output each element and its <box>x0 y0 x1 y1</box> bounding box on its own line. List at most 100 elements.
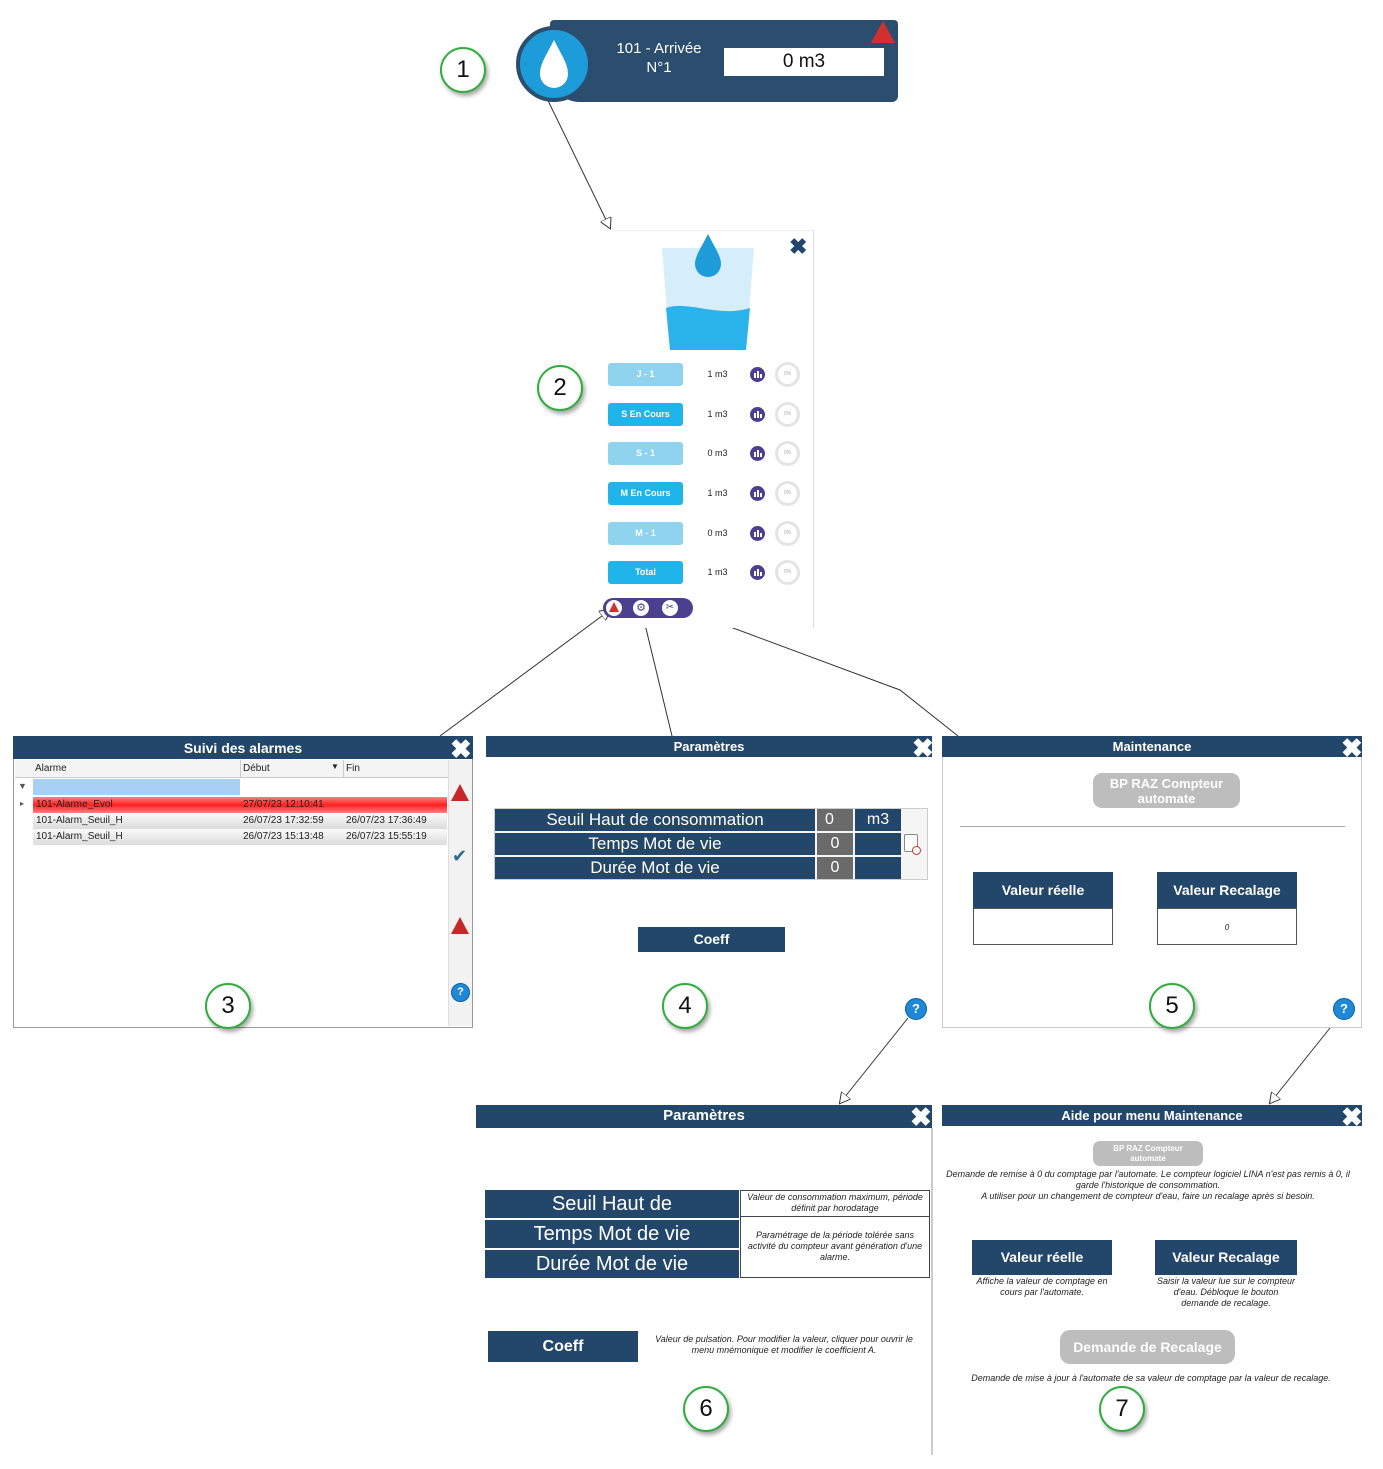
alarm-filter-row[interactable] <box>33 779 240 795</box>
widget-title-line2: N°1 <box>646 59 672 76</box>
param-label: Temps Mot de vie <box>485 1220 739 1248</box>
table-row[interactable]: 101-Alarm_Seuil_H 26/07/23 15:13:48 26/0… <box>33 829 447 845</box>
param-label: Durée Mot de vie <box>495 857 815 879</box>
bar-chart-icon[interactable] <box>750 407 765 422</box>
raz-help-text: Demande de remise à 0 du comptage par l'… <box>946 1169 1350 1201</box>
real-value-help-text: Affiche la valeur de comptage en cours p… <box>976 1276 1108 1297</box>
row-expand-icon[interactable]: ▸ <box>20 799 25 808</box>
check-icon[interactable]: ✔ <box>452 846 468 866</box>
export-doc-icon[interactable] <box>904 834 921 855</box>
wrench-icon: ✂ <box>665 602 675 613</box>
params-titlebar <box>486 736 932 757</box>
period-button[interactable]: M En Cours <box>608 482 683 505</box>
demand-recal-button[interactable]: Demande de Recalage <box>1060 1330 1235 1364</box>
alarm-side-toolbar <box>448 760 472 1026</box>
widget-title-line1: 101 - Arrivée <box>616 40 702 57</box>
params-menu-button[interactable]: ⚙ <box>633 600 649 616</box>
percent-gauge: 0% <box>775 362 800 387</box>
coeff-help-text: Valeur de pulsation. Pour modifier la va… <box>655 1334 913 1355</box>
temps-value-field[interactable]: 0 <box>817 833 853 855</box>
params-help-titlebar <box>476 1105 932 1128</box>
alarm-start: 26/07/23 15:13:48 <box>243 831 324 842</box>
maintenance-titlebar <box>942 736 1362 757</box>
help-icon[interactable]: ? <box>905 998 927 1020</box>
duree-value-field[interactable]: 0 <box>817 857 853 879</box>
help-desc-box <box>740 1190 930 1278</box>
callout-7: 7 <box>1099 1386 1145 1432</box>
bar-chart-icon[interactable] <box>750 565 765 580</box>
alarm-end: 26/07/23 15:55:19 <box>346 831 427 842</box>
bar-chart-icon[interactable] <box>750 446 765 461</box>
period-value: 1 m3 <box>707 409 728 419</box>
recal-value-label: Valeur Recalage <box>1157 872 1297 908</box>
real-value-field <box>973 908 1113 945</box>
gear-icon: ⚙ <box>636 602 646 614</box>
bar-chart-icon[interactable] <box>750 486 765 501</box>
period-value: 1 m3 <box>707 567 728 577</box>
col-header-alarm[interactable]: Alarme <box>35 763 67 774</box>
period-button[interactable]: M - 1 <box>608 522 683 545</box>
callout-3: 3 <box>205 983 251 1029</box>
percent-gauge: 0% <box>775 441 800 466</box>
temps-unit <box>855 833 901 855</box>
alarms-titlebar <box>13 736 473 759</box>
alarm-start: 26/07/23 17:32:59 <box>243 815 324 826</box>
maintenance-menu-button[interactable]: ✂ <box>662 600 678 616</box>
params-title: Paramètres <box>673 739 745 754</box>
period-button[interactable]: Total <box>608 561 683 584</box>
divider <box>960 826 1345 827</box>
recal-value-input[interactable]: 0 <box>1157 908 1297 945</box>
close-icon[interactable]: ✖ <box>450 734 472 764</box>
close-icon[interactable]: ✖ <box>1341 1102 1363 1132</box>
filter-icon[interactable]: ▼ <box>18 781 27 791</box>
help-icon[interactable]: ? <box>451 983 470 1002</box>
water-drop-icon <box>540 40 568 88</box>
col-header-end[interactable]: Fin <box>346 763 360 774</box>
alarm-ack-all-icon[interactable] <box>451 784 469 801</box>
close-icon[interactable]: ✖ <box>789 234 808 259</box>
percent-gauge: 0% <box>775 481 800 506</box>
period-value: 1 m3 <box>707 488 728 498</box>
mot-de-vie-help-text: Paramétrage de la période tolérée sans a… <box>747 1230 923 1262</box>
real-value-label: Valeur réelle <box>972 1240 1112 1275</box>
param-label: Seuil Haut de consommation <box>485 1190 739 1243</box>
callout-6: 6 <box>683 1386 729 1432</box>
alarm-start: 27/07/23 12:10:41 <box>243 799 324 810</box>
raz-counter-button[interactable]: BP RAZ Compteur automate <box>1093 1141 1203 1166</box>
coeff-button[interactable]: Coeff <box>638 927 785 952</box>
alarms-title: Suivi des alarmes <box>183 740 303 756</box>
water-glass-icon <box>662 234 754 350</box>
coeff-button[interactable]: Coeff <box>488 1331 638 1362</box>
bar-chart-icon[interactable] <box>750 526 765 541</box>
table-row[interactable]: 101-Alarm_Seuil_H 26/07/23 17:32:59 26/0… <box>33 813 447 829</box>
maint-help-title: Aide pour menu Maintenance <box>1061 1108 1243 1123</box>
alarm-triangle-icon <box>609 602 619 612</box>
table-row[interactable]: 101-Alarme_Evol 27/07/23 12:10:41 <box>33 797 447 813</box>
demand-recal-help-text: Demande de mise à jour à l'automate de s… <box>971 1373 1331 1383</box>
close-icon[interactable]: ✖ <box>1341 733 1363 763</box>
bar-chart-icon[interactable] <box>750 367 765 382</box>
alarm-table-header: Alarme Début ▼ Fin <box>15 760 448 778</box>
period-button[interactable]: S - 1 <box>608 442 683 465</box>
close-icon[interactable]: ✖ <box>912 733 934 763</box>
help-icon[interactable]: ? <box>1333 998 1355 1020</box>
alarm-menu-button[interactable] <box>606 600 622 616</box>
alarm-triangle-icon <box>871 21 895 43</box>
recal-value-help-text: Saisir la valeur lue sur le compteur d'e… <box>1156 1276 1296 1308</box>
period-button[interactable]: J - 1 <box>608 363 683 386</box>
close-icon[interactable]: ✖ <box>910 1102 932 1132</box>
period-button[interactable]: S En Cours <box>608 403 683 426</box>
alarm-name: 101-Alarme_Evol <box>36 799 113 810</box>
callout-4: 4 <box>662 983 708 1029</box>
sort-down-icon[interactable]: ▼ <box>331 762 339 771</box>
widget-value: 0 m3 <box>724 48 884 76</box>
raz-counter-button[interactable]: BP RAZ Compteur automate <box>1093 773 1240 808</box>
period-value: 0 m3 <box>707 448 728 458</box>
recal-value-label: Valeur Recalage <box>1155 1240 1297 1275</box>
col-header-start[interactable]: Début <box>243 763 270 774</box>
alarm-warning-icon[interactable] <box>451 917 469 934</box>
percent-gauge: 0% <box>775 560 800 585</box>
seuil-value-field[interactable]: 0 <box>817 809 853 831</box>
percent-gauge: 0% <box>775 402 800 427</box>
callout-2: 2 <box>537 365 583 411</box>
